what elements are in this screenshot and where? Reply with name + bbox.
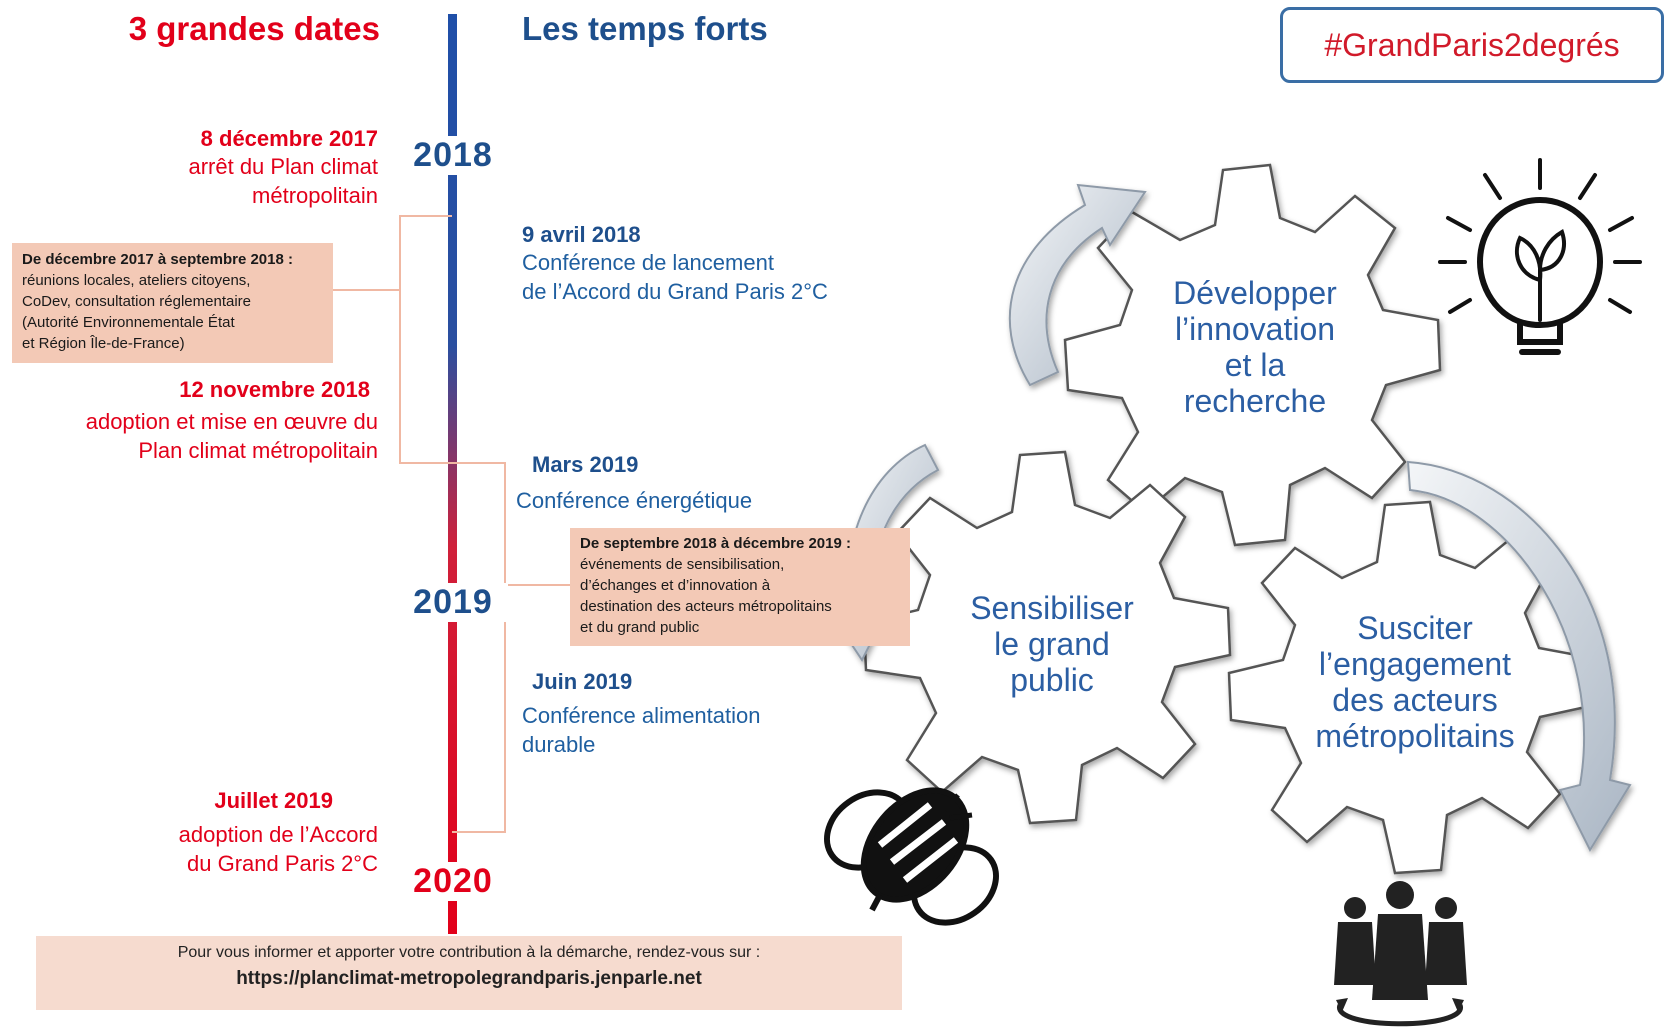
footer-box: Pour vous informer et apporter votre con… <box>36 936 902 1010</box>
left-box-line-2: CoDev, consultation réglementaire <box>22 293 252 310</box>
right-title: Les temps forts <box>522 10 768 47</box>
gear-right-line-4: métropolitains <box>1315 718 1515 754</box>
gear-top-label: Développer l’innovation et la recherche <box>1135 275 1375 419</box>
key-date-2-line-2: Plan climat métropolitain <box>138 438 378 463</box>
lightbulb-icon <box>1438 158 1642 355</box>
middle-box: De septembre 2018 à décembre 2019 : évén… <box>570 528 910 646</box>
middle-box-line-2: d’échanges et d’innovation à <box>580 577 771 594</box>
event-3-date: Juin 2019 <box>532 669 633 694</box>
left-box-heading: De décembre 2017 à septembre 2018 : <box>22 251 293 268</box>
key-date-2: 12 novembre 2018 adoption et mise en œuv… <box>40 377 378 465</box>
right-bracket <box>452 462 570 833</box>
key-date-1-line-1: arrêt du Plan climat <box>188 154 378 179</box>
gear-left-label: Sensibiliser le grand public <box>937 590 1167 698</box>
gear-top-line-1: Développer <box>1173 275 1337 311</box>
key-date-1-date: 8 décembre 2017 <box>200 126 378 151</box>
year-2020: 2020 <box>398 862 508 901</box>
gear-left-line-2: le grand <box>994 626 1110 662</box>
bee-icon <box>824 787 999 926</box>
key-date-1-line-2: métropolitain <box>252 183 378 208</box>
year-2018: 2018 <box>398 136 508 175</box>
year-2019: 2019 <box>398 583 508 622</box>
gear-left <box>862 450 1232 825</box>
key-date-3-line-2: du Grand Paris 2°C <box>187 851 378 876</box>
gear-left-line-3: public <box>1010 662 1094 698</box>
hashtag-badge: #GrandParis2degrés <box>1280 7 1664 83</box>
event-2: Mars 2019 Conférence énergétique <box>516 452 836 515</box>
footer-url-link[interactable]: https://planclimat-metropolegrandparis.j… <box>236 968 702 989</box>
gear-right-label: Susciter l’engagement des acteurs métrop… <box>1270 610 1560 754</box>
left-box-line-4: et Région Île-de-France) <box>22 335 185 352</box>
timeline-line <box>448 14 457 934</box>
key-date-3-line-1: adoption de l’Accord <box>178 822 378 847</box>
gear-top <box>1063 163 1442 547</box>
middle-box-line-3: destination des acteurs métropolitains <box>580 598 832 615</box>
gear-left-line-1: Sensibiliser <box>970 590 1134 626</box>
key-date-2-line-1: adoption et mise en œuvre du <box>85 409 378 434</box>
left-box-line-3: (Autorité Environnementale État <box>22 314 235 331</box>
gear-right-line-1: Susciter <box>1357 610 1473 646</box>
key-date-2-date: 12 novembre 2018 <box>179 377 370 402</box>
key-date-1: 8 décembre 2017 arrêt du Plan climat mét… <box>90 126 378 210</box>
event-1-date: 9 avril 2018 <box>522 222 641 247</box>
event-3-line-1: Conférence alimentation <box>522 703 761 728</box>
event-1-line-1: Conférence de lancement <box>522 250 774 275</box>
footer-text: Pour vous informer et apporter votre con… <box>177 944 761 961</box>
event-2-line-1: Conférence énergétique <box>516 488 753 513</box>
left-bracket <box>333 215 452 464</box>
middle-box-line-1: événements de sensibilisation, <box>580 556 785 573</box>
key-date-3-date: Juillet 2019 <box>214 788 333 813</box>
gear-right-line-3: des acteurs <box>1332 682 1498 718</box>
event-2-date: Mars 2019 <box>532 452 639 477</box>
middle-box-heading: De septembre 2018 à décembre 2019 : <box>580 535 851 552</box>
gear-top-line-2: l’innovation <box>1174 311 1336 347</box>
left-box-line-1: réunions locales, ateliers citoyens, <box>22 272 251 289</box>
gear-right-line-2: l’engagement <box>1318 646 1512 682</box>
gear-top-line-3: et la <box>1224 347 1286 383</box>
event-3-line-2: durable <box>522 732 596 757</box>
people-group-icon <box>1334 881 1467 1027</box>
gear-top-line-4: recherche <box>1183 383 1327 419</box>
key-date-3: Juillet 2019 adoption de l’Accord du Gra… <box>90 788 378 878</box>
event-3: Juin 2019 Conférence alimentation durabl… <box>522 669 842 759</box>
left-title: 3 grandes dates <box>128 10 380 47</box>
middle-box-line-4: et du grand public <box>580 619 700 636</box>
event-1-line-2: de l’Accord du Grand Paris 2°C <box>522 279 828 304</box>
left-box: De décembre 2017 à septembre 2018 : réun… <box>12 243 333 363</box>
event-1: 9 avril 2018 Conférence de lancement de … <box>522 222 882 306</box>
